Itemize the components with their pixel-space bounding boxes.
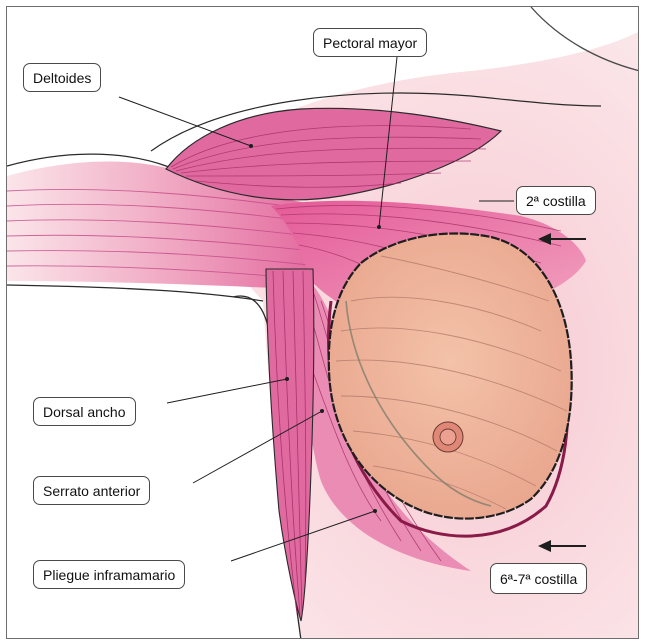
nipple bbox=[440, 429, 456, 445]
breast-anatomy-illustration bbox=[7, 7, 639, 639]
label-segunda-costilla: 2ª costilla bbox=[516, 186, 596, 215]
label-pliegue-inframamario: Pliegue inframamario bbox=[33, 560, 185, 589]
label-deltoides: Deltoides bbox=[23, 63, 101, 92]
label-pectoral-mayor: Pectoral mayor bbox=[313, 28, 427, 57]
label-sexta-septima-costilla: 6ª-7ª costilla bbox=[490, 563, 587, 594]
label-dorsal-ancho: Dorsal ancho bbox=[33, 397, 136, 426]
latissimus-dorsi-muscle bbox=[266, 269, 314, 621]
label-serrato-anterior: Serrato anterior bbox=[33, 476, 150, 505]
diagram-frame bbox=[6, 6, 639, 639]
arm-bottom-contour bbox=[7, 285, 263, 301]
